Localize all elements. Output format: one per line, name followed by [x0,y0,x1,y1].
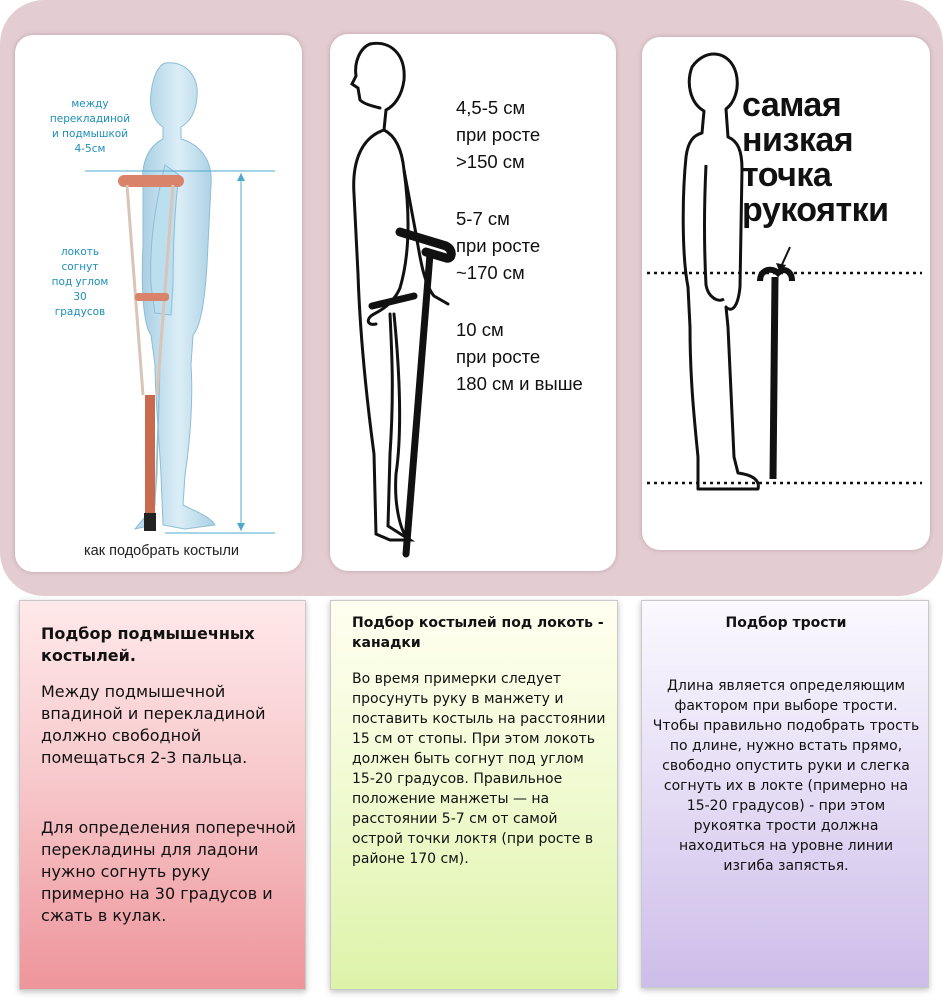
spec-height-150: 4,5-5 см при росте >150 см [456,97,541,172]
axillary-card-title: Подбор подмышечных костылей. [41,624,255,665]
forearm-crutch-illustration [330,34,616,571]
axillary-crutch-figure [85,62,275,534]
cane-figure [647,52,922,491]
cane-handle [757,266,795,282]
axillary-card-paragraph-2: Для определения поперечной перекладины д… [41,818,296,925]
cane-illustration [642,37,930,550]
axillary-crutch-illustration: между перекладиной и подмышкой 4-5см лок… [15,35,302,572]
axillary-card-paragraph-1: Между подмышечной впадиной и перекладино… [41,682,266,767]
forearm-crutch-figure [350,41,456,558]
crutch-shaft [402,250,434,558]
axillary-crutch-card: Подбор подмышечных костылей. Между подмы… [19,600,306,990]
cane-card: Подбор трости Длина является определяющи… [641,600,929,988]
left-panel-caption: как подобрать костыли [84,543,240,559]
cane-card-title: Подбор трости [725,615,847,631]
spec-height-170: 5-7 см при росте ~170 см [456,208,541,283]
forearm-cuff [395,227,456,263]
cane-card-body: Длина является определяющим фактором при… [652,678,920,874]
forearm-card-body: Во время примерки следует просунуть руку… [352,671,606,867]
cane-shaft [769,276,779,480]
elbow-angle-note: локоть согнут под углом 30 градусов [51,246,109,318]
forearm-card-title: Подбор костылей под локоть - канадки [352,615,604,651]
crutch-hand-grip [135,293,169,301]
crutch-armpit-pad [118,175,184,187]
armpit-gap-note: между перекладиной и подмышкой 4-5см [49,98,131,155]
spec-height-180: 10 см при росте 180 см и выше [456,319,583,394]
crutch-handle [368,292,418,310]
forearm-crutch-card: Подбор костылей под локоть - канадки Во … [330,600,618,990]
lowest-handle-point-label: самая низкая точка рукоятки [742,86,889,229]
